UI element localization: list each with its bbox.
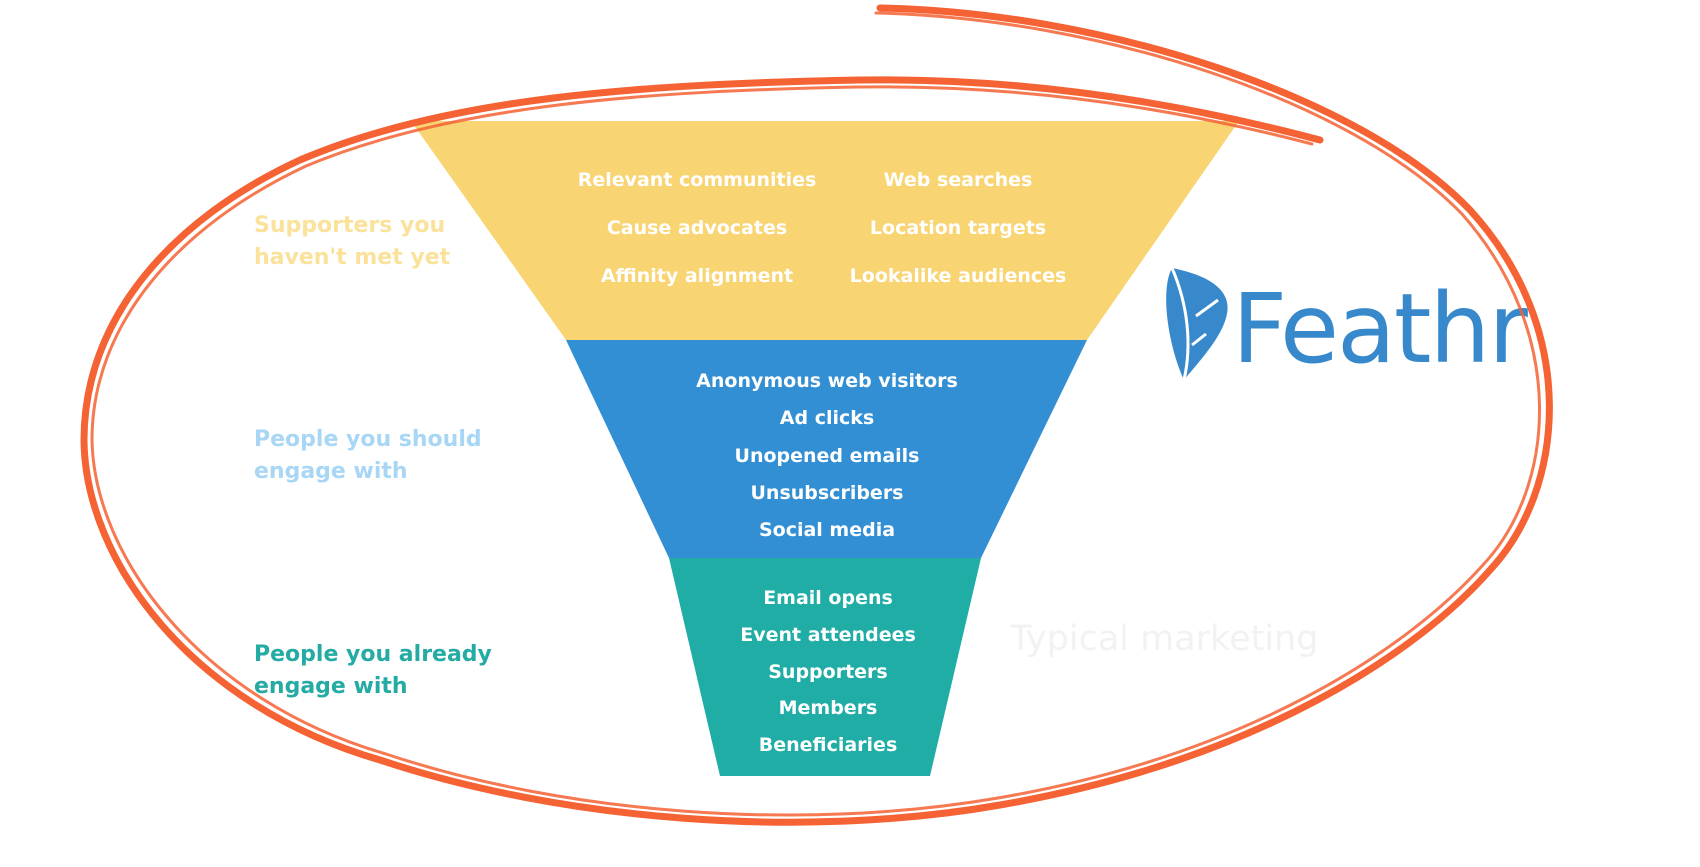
- brand-logo: Feathr: [1166, 266, 1530, 385]
- hand-drawn-ring: [80, 4, 1553, 826]
- tier-label-bottom: People you already: [254, 642, 492, 667]
- bottom-item: Event attendees: [740, 624, 916, 646]
- middle-item: Social media: [759, 519, 895, 541]
- top-item: Affinity alignment: [601, 265, 793, 287]
- brand-wordmark: Feathr: [1232, 273, 1528, 385]
- bottom-item: Supporters: [768, 661, 887, 683]
- funnel-top-segment: [411, 121, 1239, 340]
- funnel-bottom-segment: [669, 558, 981, 776]
- funnel-middle-segment: [566, 340, 1087, 558]
- top-item: Lookalike audiences: [850, 265, 1067, 287]
- top-item: Web searches: [884, 169, 1033, 191]
- middle-item: Unsubscribers: [750, 482, 903, 504]
- tier-label-top: Supporters you: [254, 213, 445, 238]
- top-item: Relevant communities: [578, 169, 817, 191]
- hand-drawn-ring-stroke: [90, 11, 1541, 817]
- top-item: Cause advocates: [607, 217, 787, 239]
- tier-label-top: haven't met yet: [254, 245, 451, 270]
- tier-label-middle: engage with: [254, 459, 408, 484]
- bottom-item: Beneficiaries: [759, 734, 898, 756]
- middle-item: Ad clicks: [780, 407, 874, 429]
- middle-item: Anonymous web visitors: [696, 370, 958, 392]
- tier-label-bottom: engage with: [254, 674, 408, 699]
- bottom-item: Email opens: [763, 587, 893, 609]
- feather-icon: [1166, 266, 1228, 382]
- top-item: Location targets: [870, 217, 1046, 239]
- bottom-item: Members: [779, 697, 878, 719]
- tier-label-middle: People you should: [254, 427, 482, 452]
- middle-item: Unopened emails: [735, 445, 920, 467]
- typical-marketing-annotation: Typical marketing: [1009, 619, 1318, 659]
